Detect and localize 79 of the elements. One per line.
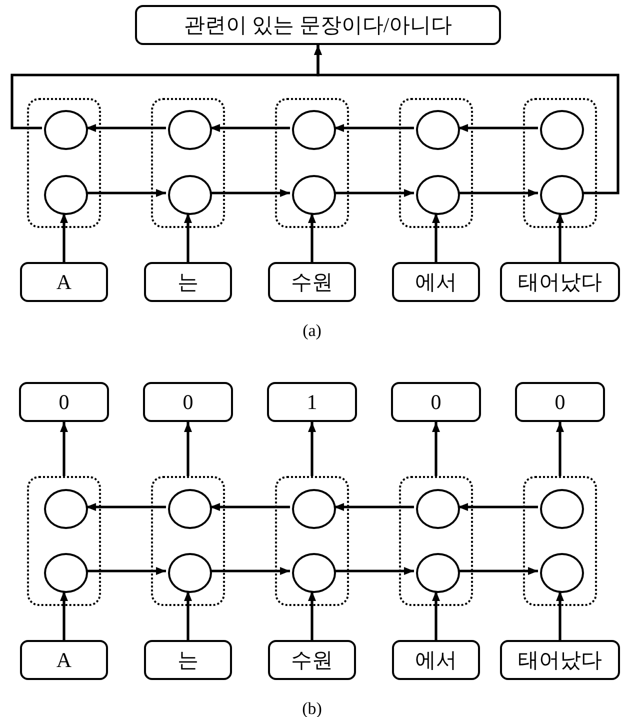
cell-group-box (275, 98, 349, 228)
text-box: 는 (144, 640, 232, 680)
arrow (334, 567, 414, 575)
text-box: 에서 (392, 262, 480, 302)
arrow (86, 124, 166, 132)
arrow (210, 503, 290, 511)
arrow (458, 189, 538, 197)
hidden-state-circle (416, 489, 460, 529)
text-box: 에서 (392, 640, 480, 680)
arrow (308, 591, 316, 640)
arrow (334, 124, 414, 132)
hidden-state-circle (540, 489, 584, 529)
hidden-state-circle (540, 553, 584, 593)
arrow (432, 422, 440, 476)
arrow (334, 189, 414, 197)
hidden-state-circle (44, 489, 88, 529)
cell-group-box (399, 476, 473, 606)
hidden-state-circle (168, 110, 212, 150)
hidden-state-circle (416, 553, 460, 593)
cell-group-box (151, 98, 225, 228)
hidden-state-circle (292, 110, 336, 150)
text-box: 0 (143, 382, 233, 422)
arrow (556, 591, 564, 640)
hidden-state-circle (168, 489, 212, 529)
cell-group-box (275, 476, 349, 606)
text-box: A (20, 640, 108, 680)
text-box: 1 (267, 382, 357, 422)
hidden-state-circle (44, 110, 88, 150)
arrow (184, 422, 192, 476)
hidden-state-circle (540, 175, 584, 215)
hidden-state-circle (168, 553, 212, 593)
arrow (184, 591, 192, 640)
text-box: 0 (391, 382, 481, 422)
arrow (210, 124, 290, 132)
cell-group-box (523, 476, 597, 606)
arrow (60, 422, 68, 476)
text-box: 관련이 있는 문장이다/아니다 (135, 5, 501, 45)
hidden-state-circle (540, 110, 584, 150)
hidden-state-circle (416, 175, 460, 215)
arrow (210, 189, 290, 197)
arrow (432, 591, 440, 640)
arrow (458, 503, 538, 511)
text-box: 수원 (268, 262, 356, 302)
cell-group-box (151, 476, 225, 606)
arrow (308, 422, 316, 476)
arrow (556, 213, 564, 262)
text-box: 0 (515, 382, 605, 422)
arrow (314, 45, 620, 194)
hidden-state-circle (168, 175, 212, 215)
arrow (86, 189, 166, 197)
arrow (458, 124, 538, 132)
arrow (556, 422, 564, 476)
arrow (334, 503, 414, 511)
text-box: 는 (144, 262, 232, 302)
arrow (458, 567, 538, 575)
text-box: 태어났다 (500, 640, 620, 680)
hidden-state-circle (44, 553, 88, 593)
hidden-state-circle (44, 175, 88, 215)
cell-group-box (27, 476, 101, 606)
cell-group-box (399, 98, 473, 228)
text-box: 0 (19, 382, 109, 422)
arrow (432, 213, 440, 262)
arrow (86, 503, 166, 511)
arrow (308, 213, 316, 262)
hidden-state-circle (292, 489, 336, 529)
cell-group-box (27, 98, 101, 228)
arrow (184, 213, 192, 262)
arrow (60, 213, 68, 262)
text-box: 태어났다 (500, 262, 620, 302)
hidden-state-circle (292, 553, 336, 593)
arrow (60, 591, 68, 640)
hidden-state-circle (292, 175, 336, 215)
cell-group-box (523, 98, 597, 228)
text-box: A (20, 262, 108, 302)
arrow (86, 567, 166, 575)
panel-caption: (a) (302, 322, 322, 339)
hidden-state-circle (416, 110, 460, 150)
text-box: 수원 (268, 640, 356, 680)
arrow (210, 567, 290, 575)
